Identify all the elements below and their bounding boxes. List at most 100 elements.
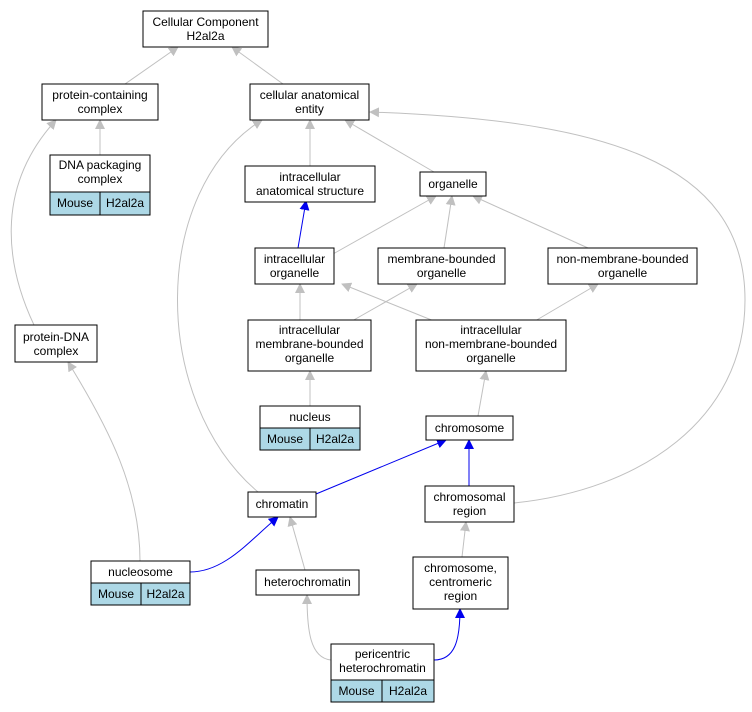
node-box: [41, 83, 159, 121]
node-label-line: non-membrane-bounded: [556, 252, 688, 266]
node-box: [547, 247, 698, 285]
node-label-line: nucleosome: [108, 565, 173, 579]
node-dna-packaging-complex[interactable]: DNA packaging complex Mouse H2al2a: [49, 154, 151, 216]
node-label-line: complex: [78, 172, 123, 186]
edge-intracellular-non-membrane-bounded-organelle-to-non-membrane-bounded-organelle: [534, 283, 599, 322]
node-label-line: intracellular: [264, 252, 325, 266]
organism-tag: Mouse: [267, 432, 303, 446]
node-label-line: non-membrane-bounded: [425, 337, 557, 351]
edge-chromosome-to-intracellular-non-membrane-bounded-organelle: [477, 370, 490, 417]
node-membrane-bounded-organelle[interactable]: membrane-bounded organelle: [377, 247, 506, 285]
node-label-line: organelle: [598, 266, 648, 280]
edge-nucleosome-to-chromatin: [189, 516, 279, 573]
node-box: [249, 83, 370, 121]
node-label-line: protein-DNA: [23, 330, 89, 344]
node-nucleosome[interactable]: nucleosome Mouse H2al2a: [90, 560, 191, 606]
node-label-line: organelle: [417, 266, 467, 280]
node-organelle[interactable]: organelle: [419, 171, 487, 197]
nodes-layer: Cellular Component H2al2a protein-contai…: [14, 10, 698, 703]
node-label-line: nucleus: [289, 410, 330, 424]
node-label-line: pericentric: [355, 647, 410, 661]
node-box: [247, 319, 372, 372]
edge-chromosomal-region-to-cellular-anatomical-entity: [369, 107, 746, 504]
node-box: [424, 485, 515, 523]
node-box: [415, 319, 567, 372]
node-label-line: DNA packaging: [59, 158, 142, 172]
edge-intracellular-non-membrane-bounded-organelle-to-intracellular-organelle: [341, 282, 435, 322]
edge-chromosome-centromeric-region-to-chromosomal-region: [460, 521, 470, 558]
node-nucleus[interactable]: nucleus Mouse H2al2a: [259, 405, 361, 451]
node-chromatin[interactable]: chromatin: [247, 491, 317, 518]
organism-tag: Mouse: [98, 587, 134, 601]
gene-tag: H2al2a: [146, 587, 184, 601]
node-box: [419, 171, 487, 197]
edge-cellular-anatomical-entity-to-cellular-component: [231, 46, 284, 85]
edge-membrane-bounded-organelle-to-organelle: [443, 195, 456, 249]
node-box: [14, 324, 98, 363]
node-label-line: chromosome: [435, 421, 505, 435]
node-box: [377, 247, 506, 285]
node-box: [412, 556, 509, 610]
node-label-line: organelle: [285, 351, 335, 365]
node-cellular-anatomical-entity[interactable]: cellular anatomical entity: [249, 83, 370, 121]
node-protein-dna-complex[interactable]: protein-DNA complex: [14, 324, 98, 363]
edge-intracellular-membrane-bounded-organelle-to-membrane-bounded-organelle: [351, 283, 418, 322]
node-intracellular-organelle[interactable]: intracellular organelle: [254, 247, 335, 285]
node-protein-containing-complex[interactable]: protein-containing complex: [41, 83, 159, 121]
node-chromosome[interactable]: chromosome: [425, 415, 514, 441]
edge-intracellular-organelle-to-intracellular-anatomical-structure: [297, 200, 310, 249]
node-label-line: protein-containing: [52, 88, 147, 102]
gene-tag-cell: [140, 582, 191, 606]
gene-tag-cell: [381, 679, 435, 703]
node-label-line: membrane-bounded: [387, 252, 495, 266]
edge-pericentric-heterochromatin-to-chromosome-centromeric-region: [433, 608, 465, 661]
gene-tag-cell: [309, 427, 361, 451]
node-label-line: H2al2a: [186, 29, 224, 43]
edge-non-membrane-bounded-organelle-to-organelle: [472, 195, 589, 249]
node-label-line: complex: [34, 344, 79, 358]
node-chromosome-centromeric-region[interactable]: chromosome, centromeric region: [412, 556, 509, 610]
organism-tag: Mouse: [57, 196, 93, 210]
gene-tag-cell: [99, 191, 151, 216]
node-label-line: intracellular: [460, 323, 521, 337]
edge-chromatin-to-chromosome: [315, 438, 447, 495]
edge-chromatin-to-cellular-anatomical-entity: [177, 119, 263, 493]
node-label-line: entity: [295, 102, 324, 116]
node-intracellular-non-membrane-bounded-organelle[interactable]: intracellular non-membrane-bounded organ…: [415, 319, 567, 372]
node-label-line: centromeric: [429, 575, 492, 589]
edge-organelle-to-cellular-anatomical-entity: [344, 119, 435, 173]
node-box: [425, 415, 514, 441]
node-pericentric-heterochromatin[interactable]: pericentric heterochromatin Mouse H2al2a: [330, 643, 435, 703]
edge-protein-dna-complex-to-protein-containing-complex: [10, 119, 57, 326]
node-intracellular-anatomical-structure[interactable]: intracellular anatomical structure: [244, 165, 376, 203]
edge-intracellular-organelle-to-organelle: [332, 195, 437, 255]
node-label-line: cellular anatomical: [260, 88, 359, 102]
node-label-line: chromosomal: [433, 490, 505, 504]
node-label-line: chromatin: [256, 497, 309, 511]
organism-tag: Mouse: [338, 684, 374, 698]
node-chromosomal-region[interactable]: chromosomal region: [424, 485, 515, 523]
node-cellular-component[interactable]: Cellular Component H2al2a: [142, 10, 269, 48]
node-label-line: heterochromatin: [339, 661, 426, 675]
node-box: [255, 569, 360, 596]
node-label-line: chromosome,: [424, 561, 497, 575]
node-label-line: Cellular Component: [152, 15, 259, 29]
node-intracellular-membrane-bounded-organelle[interactable]: intracellular membrane-bounded organelle: [247, 319, 372, 372]
node-box: [254, 247, 335, 285]
node-label-line: organelle: [270, 266, 320, 280]
edge-heterochromatin-to-chromatin: [287, 516, 306, 571]
node-label-line: complex: [78, 102, 123, 116]
node-label-line: intracellular: [279, 170, 340, 184]
node-non-membrane-bounded-organelle[interactable]: non-membrane-bounded organelle: [547, 247, 698, 285]
node-label-line: organelle: [428, 177, 478, 191]
node-label-line: region: [453, 504, 486, 518]
node-box: [244, 165, 376, 203]
node-label-line: organelle: [466, 351, 516, 365]
node-heterochromatin[interactable]: heterochromatin: [255, 569, 360, 596]
gene-tag: H2al2a: [389, 684, 427, 698]
node-box: [142, 10, 269, 48]
node-label-line: membrane-bounded: [255, 337, 363, 351]
gene-tag: H2al2a: [106, 196, 144, 210]
node-label-line: region: [444, 589, 477, 603]
